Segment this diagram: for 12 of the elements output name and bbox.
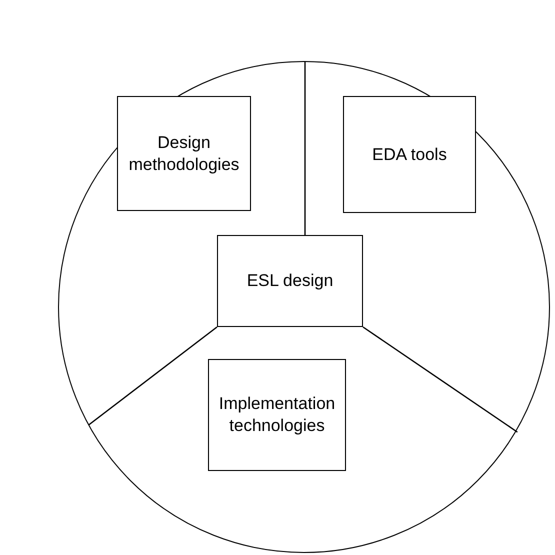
topic-box <box>208 359 346 471</box>
box-label: Design methodologies <box>128 132 240 176</box>
circle-outline <box>58 61 550 553</box>
divider-line <box>362 326 518 433</box>
divider-line <box>88 326 218 426</box>
topic-box <box>117 96 251 211</box>
topic-box <box>343 96 476 213</box>
box-label: Implementation technologies <box>218 393 336 437</box>
box-label: ESL design <box>246 270 334 292</box>
topic-box <box>217 235 363 327</box>
box-label: EDA tools <box>372 144 447 166</box>
divider-line <box>304 62 306 235</box>
